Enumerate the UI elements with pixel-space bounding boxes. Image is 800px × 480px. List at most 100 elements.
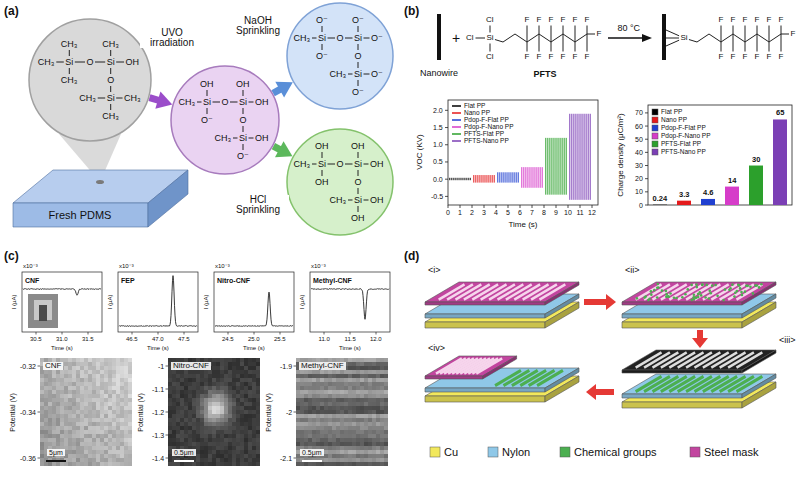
pixel bbox=[300, 422, 304, 426]
pixel bbox=[196, 422, 200, 426]
pixel bbox=[248, 378, 252, 382]
pixel bbox=[64, 418, 68, 422]
tick-mark bbox=[645, 191, 648, 192]
pixel bbox=[60, 374, 64, 378]
pixel bbox=[116, 378, 120, 382]
pixel bbox=[340, 382, 344, 386]
tick-mark bbox=[166, 366, 169, 367]
pixel bbox=[108, 398, 112, 402]
pixel bbox=[76, 362, 80, 366]
pixel bbox=[308, 442, 312, 446]
pixel bbox=[84, 402, 88, 406]
pixel bbox=[112, 386, 116, 390]
pixel bbox=[328, 374, 332, 378]
pixel bbox=[252, 426, 256, 430]
pixel bbox=[40, 390, 44, 394]
pixel bbox=[192, 442, 196, 446]
pixel bbox=[356, 438, 360, 442]
pixel bbox=[336, 434, 340, 438]
pixel bbox=[188, 462, 192, 466]
pixel bbox=[312, 422, 316, 426]
pixel bbox=[100, 430, 104, 434]
pixel bbox=[176, 374, 180, 378]
pixel bbox=[364, 446, 368, 450]
pixel bbox=[100, 450, 104, 454]
pixel bbox=[220, 394, 224, 398]
pixel bbox=[68, 370, 72, 374]
legend-line bbox=[452, 105, 461, 107]
pixel bbox=[44, 434, 48, 438]
pixel bbox=[252, 458, 256, 462]
pixel bbox=[100, 438, 104, 442]
pixel bbox=[168, 410, 172, 414]
tick-mark bbox=[254, 332, 255, 335]
pixel bbox=[68, 442, 72, 446]
pixel bbox=[84, 430, 88, 434]
pixel bbox=[228, 454, 232, 458]
pixel bbox=[224, 398, 228, 402]
pixel bbox=[216, 390, 220, 394]
pixel bbox=[112, 418, 116, 422]
pixel bbox=[68, 402, 72, 406]
pixel bbox=[232, 418, 236, 422]
pixel bbox=[188, 374, 192, 378]
tick-mark bbox=[472, 205, 473, 208]
pixel bbox=[84, 450, 88, 454]
pixel bbox=[180, 462, 184, 466]
pixel bbox=[344, 382, 348, 386]
pixel bbox=[348, 374, 352, 378]
pixel bbox=[68, 406, 72, 410]
pixel bbox=[188, 418, 192, 422]
pixel bbox=[112, 450, 116, 454]
bar bbox=[653, 204, 667, 205]
pixel bbox=[336, 442, 340, 446]
pixel bbox=[252, 434, 256, 438]
tick-mark bbox=[166, 435, 169, 436]
pixel bbox=[76, 378, 80, 382]
pixel bbox=[228, 398, 232, 402]
pixel bbox=[128, 378, 132, 382]
pixel bbox=[196, 438, 200, 442]
pixel bbox=[352, 398, 356, 402]
pixel bbox=[312, 382, 316, 386]
pixel bbox=[108, 430, 112, 434]
pixel bbox=[192, 394, 196, 398]
pixel bbox=[52, 378, 56, 382]
pixel bbox=[244, 454, 248, 458]
pixel bbox=[224, 454, 228, 458]
pixel bbox=[256, 378, 260, 382]
legend-sample bbox=[452, 113, 461, 114]
pixel bbox=[320, 378, 324, 382]
pixel bbox=[128, 450, 132, 454]
pixel bbox=[112, 410, 116, 414]
pixel bbox=[120, 426, 124, 430]
pixel bbox=[364, 394, 368, 398]
pixel bbox=[76, 370, 80, 374]
voltage-spike bbox=[553, 138, 554, 195]
pixel bbox=[184, 418, 188, 422]
pixel bbox=[80, 462, 84, 466]
tick-mark bbox=[166, 389, 169, 390]
pixel bbox=[80, 434, 84, 438]
pixel bbox=[228, 414, 232, 418]
pixel bbox=[40, 382, 44, 386]
pixel bbox=[336, 430, 340, 434]
pixel bbox=[348, 394, 352, 398]
pixel bbox=[380, 374, 384, 378]
pixel bbox=[76, 458, 80, 462]
pixel bbox=[48, 442, 52, 446]
pixel bbox=[80, 358, 84, 362]
pixel bbox=[328, 402, 332, 406]
pixel bbox=[372, 358, 376, 362]
pixel bbox=[80, 366, 84, 370]
pixel bbox=[196, 386, 200, 390]
pixel bbox=[96, 374, 100, 378]
pixel bbox=[128, 370, 132, 374]
pixel bbox=[44, 386, 48, 390]
pixel bbox=[100, 442, 104, 446]
pixel bbox=[68, 454, 72, 458]
pixel bbox=[212, 446, 216, 450]
pixel bbox=[352, 382, 356, 386]
pixel bbox=[352, 438, 356, 442]
pixel bbox=[244, 410, 248, 414]
